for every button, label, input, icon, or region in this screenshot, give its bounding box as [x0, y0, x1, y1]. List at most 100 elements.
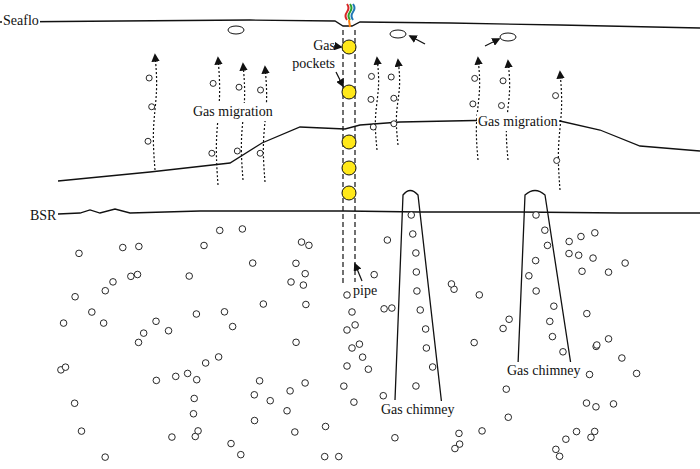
gas-bubble — [388, 74, 394, 80]
gas-bubble — [563, 436, 570, 443]
gas-bubble — [215, 354, 222, 361]
gas-bubble — [287, 388, 294, 395]
gas-bubble — [413, 383, 420, 390]
gas-bubble — [560, 349, 567, 356]
gas-bubble — [605, 336, 612, 343]
gas-bubble — [349, 309, 356, 316]
gas-bubble — [202, 360, 209, 367]
gas-bubble — [134, 271, 141, 278]
gas-bubble — [249, 260, 256, 267]
gas-bubble — [498, 103, 504, 109]
gas-bubble — [408, 212, 415, 219]
label: Gas chimney — [506, 362, 581, 380]
gas-bubble — [236, 84, 242, 90]
gas-bubble — [293, 260, 300, 267]
gas-bubble — [260, 301, 267, 308]
gas-bubble — [610, 401, 617, 408]
drawing-part — [0, 20, 700, 415]
pipe-wall — [342, 30, 343, 285]
gas-bubble — [335, 453, 342, 460]
gas-bubble — [288, 279, 295, 286]
gas-migration-arrow — [216, 58, 219, 185]
label: pipe — [352, 282, 378, 300]
gas-pocket — [342, 85, 356, 99]
gas-bubble — [146, 75, 152, 81]
gas-bubble — [321, 453, 328, 460]
gas-bubble — [584, 310, 591, 317]
gas-bubble — [591, 428, 598, 435]
gas-bubble — [417, 307, 424, 314]
gas-bubble — [553, 446, 560, 453]
gas-bubble — [472, 75, 478, 81]
gas-bubble — [384, 237, 391, 244]
label: Gas pockets — [282, 37, 336, 73]
gas-bubble — [506, 316, 513, 323]
gas-bubble — [172, 373, 179, 380]
gas-bubble — [165, 327, 172, 334]
gas-bubble — [184, 370, 191, 377]
gas-bubble — [136, 243, 143, 250]
gas-bubble — [592, 230, 599, 237]
gas-bubble — [234, 148, 240, 154]
gas-bubble — [619, 355, 626, 362]
gas-bubble — [500, 325, 507, 332]
gas-bubble — [551, 303, 558, 310]
gas-bubble — [544, 242, 551, 249]
gas-bubble — [503, 386, 510, 393]
gas-pocket — [342, 135, 356, 149]
leader-line — [334, 46, 341, 47]
gas-bubble — [344, 363, 351, 370]
gas-bubble — [579, 268, 586, 275]
gas-bubble — [413, 250, 420, 257]
gas-pocket — [342, 40, 356, 54]
gas-bubble — [356, 341, 363, 348]
drawing-part — [334, 36, 499, 281]
gas-bubble — [500, 78, 506, 84]
drawing-part — [342, 40, 356, 200]
gas-bubble — [216, 227, 223, 234]
gas-bubble — [622, 260, 629, 267]
gas-bubble — [228, 440, 235, 447]
gas-bubble — [479, 428, 486, 435]
gas-bubble — [423, 345, 430, 352]
gas-bubble — [392, 434, 399, 441]
gas-bubble — [422, 326, 429, 333]
gas-bubble — [62, 364, 69, 371]
gas-bubble — [352, 322, 359, 329]
drawing-part — [343, 30, 355, 285]
label: Seaflo — [2, 12, 40, 30]
gas-bubble — [549, 333, 556, 340]
gas-bubble — [368, 73, 374, 79]
gas-bubble — [381, 306, 388, 313]
gas-bubble — [237, 451, 244, 458]
label: Gas migration — [477, 113, 559, 131]
gas-bubble — [210, 80, 216, 86]
gas-migration-arrow — [241, 64, 244, 180]
gas-migration-arrow — [263, 67, 266, 182]
gas-bubble — [566, 250, 573, 257]
gas-bubble — [542, 227, 549, 234]
gas-bubble — [300, 282, 307, 289]
bubble-arrow — [485, 39, 499, 46]
gas-bubble — [100, 320, 107, 327]
gas-bubble — [322, 423, 329, 430]
gas-bubble — [292, 429, 299, 436]
gas-bubble — [153, 318, 160, 325]
gas-bubble — [526, 273, 533, 280]
gas-bubble — [429, 364, 436, 371]
gas-bubble — [391, 95, 397, 101]
drawing-part — [153, 55, 561, 190]
gas-bubble — [257, 150, 263, 156]
gas-migration-arrow — [476, 58, 479, 160]
gas-bubble — [302, 270, 309, 277]
gas-bubble — [370, 124, 376, 130]
gas-bubble — [190, 410, 197, 417]
gas-bubble — [546, 318, 553, 325]
label: Gas chimney — [380, 401, 455, 419]
gas-bubble — [102, 287, 109, 294]
gas-bubble — [153, 377, 160, 384]
gas-bubble — [575, 252, 582, 259]
gas-bubble — [72, 293, 79, 300]
gas-bubble — [566, 238, 573, 245]
